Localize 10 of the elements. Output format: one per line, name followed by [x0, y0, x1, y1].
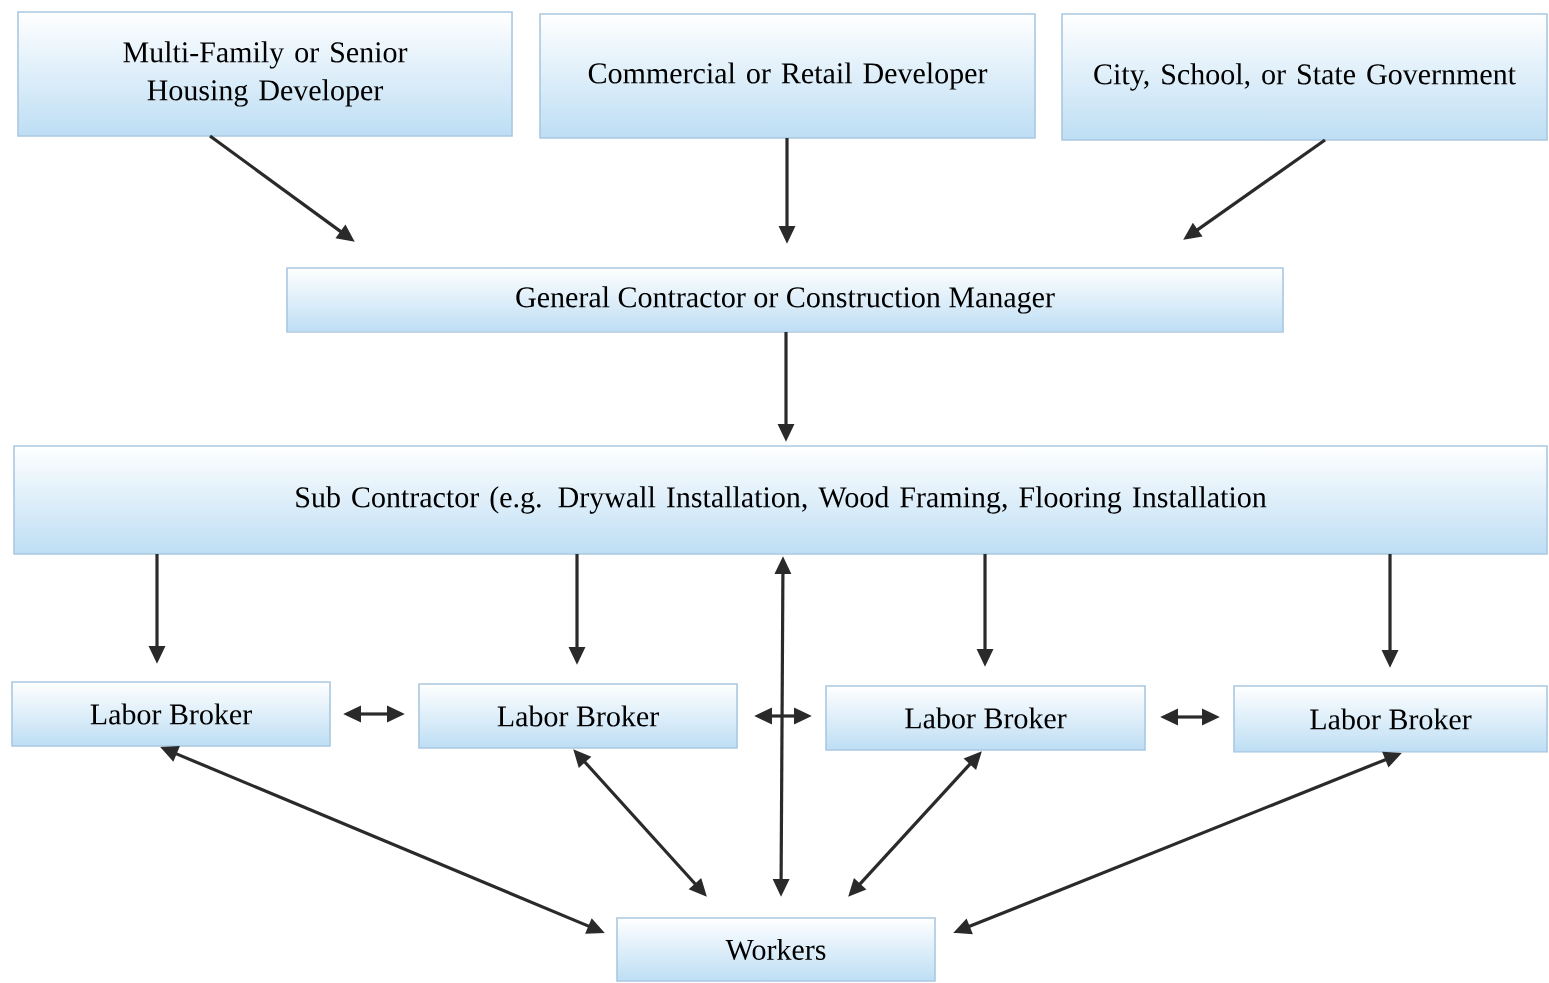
- process-box: Labor Broker: [11, 681, 331, 747]
- process-box: City, School, or State Government: [1061, 13, 1548, 141]
- process-box: Labor Broker: [418, 683, 738, 749]
- process-box: Workers: [616, 917, 936, 982]
- process-box: Commercial or Retail Developer: [539, 13, 1036, 139]
- process-box: General Contractor or Construction Manager: [286, 267, 1284, 333]
- process-box: Labor Broker: [1233, 685, 1548, 753]
- process-box: Sub Contractor (e.g. Drywall Installation, Wood Framing, Flooring Installation: [13, 445, 1548, 555]
- process-box: Multi-Family or Senior Housing Developer: [17, 11, 513, 137]
- process-box: Labor Broker: [825, 685, 1146, 751]
